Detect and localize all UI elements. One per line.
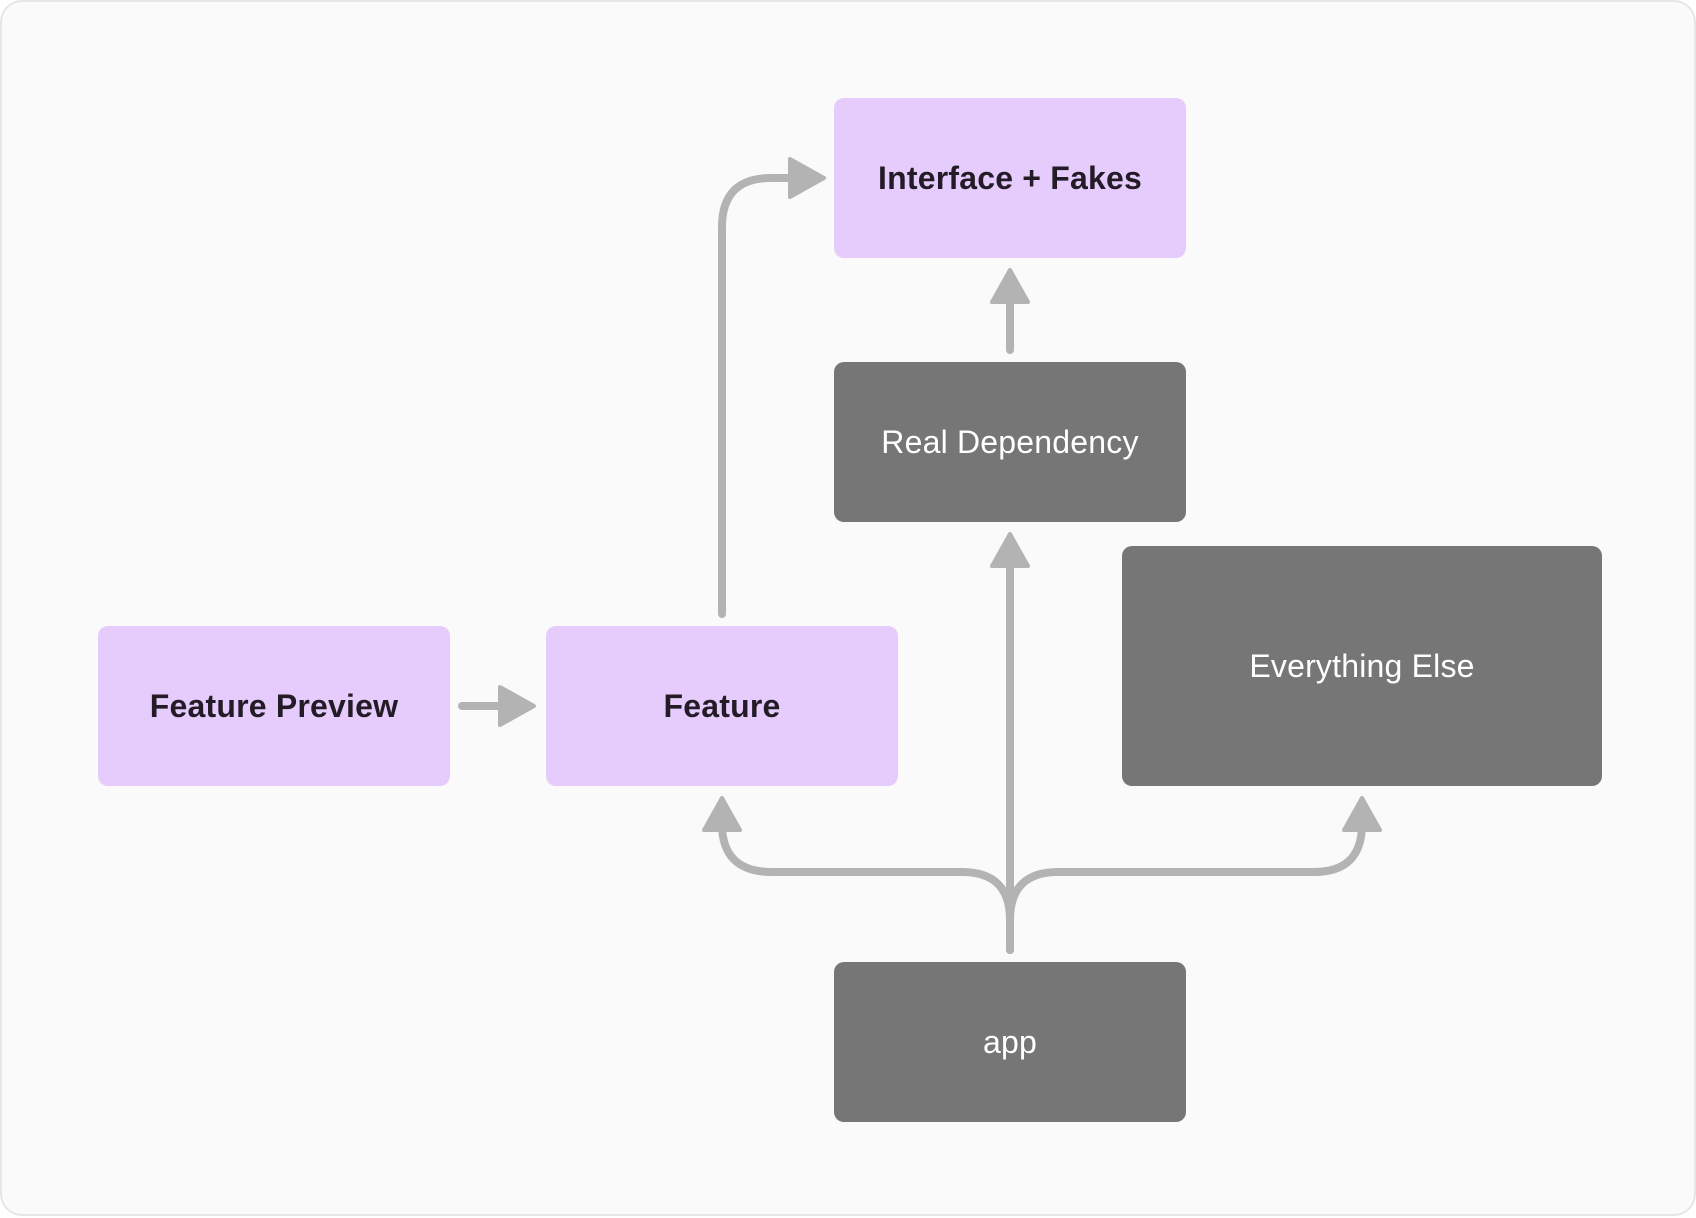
node-feature-label: Feature <box>663 687 781 724</box>
node-everything-else-label: Everything Else <box>1249 647 1475 684</box>
node-interface-fakes: Interface + Fakes <box>834 98 1186 258</box>
node-feature-preview-label: Feature Preview <box>149 687 399 724</box>
node-interface-fakes-label: Interface + Fakes <box>878 159 1142 196</box>
node-real-dependency-label: Real Dependency <box>881 423 1139 460</box>
edge-feature-to-interface-line <box>718 174 798 618</box>
edge-app-to-feature-arrowhead <box>702 796 742 832</box>
edge-app-to-everything-else-arrowhead <box>1342 796 1382 832</box>
edge-app-to-real-dependency-arrowhead <box>990 532 1030 568</box>
node-app-label: app <box>983 1023 1037 1060</box>
edge-app-to-everything-else-line <box>1006 820 1366 954</box>
edge-feature-to-interface-arrowhead <box>788 157 826 199</box>
edge-feature-preview-to-feature-arrowhead <box>498 685 536 727</box>
node-feature: Feature <box>546 626 898 786</box>
node-feature-preview: Feature Preview <box>98 626 450 786</box>
node-app: app <box>834 962 1186 1122</box>
node-real-dependency: Real Dependency <box>834 362 1186 522</box>
node-everything-else: Everything Else <box>1122 546 1602 786</box>
edge-real-dependency-to-interface-arrowhead <box>990 268 1030 304</box>
edge-app-to-feature-line <box>718 820 1014 954</box>
